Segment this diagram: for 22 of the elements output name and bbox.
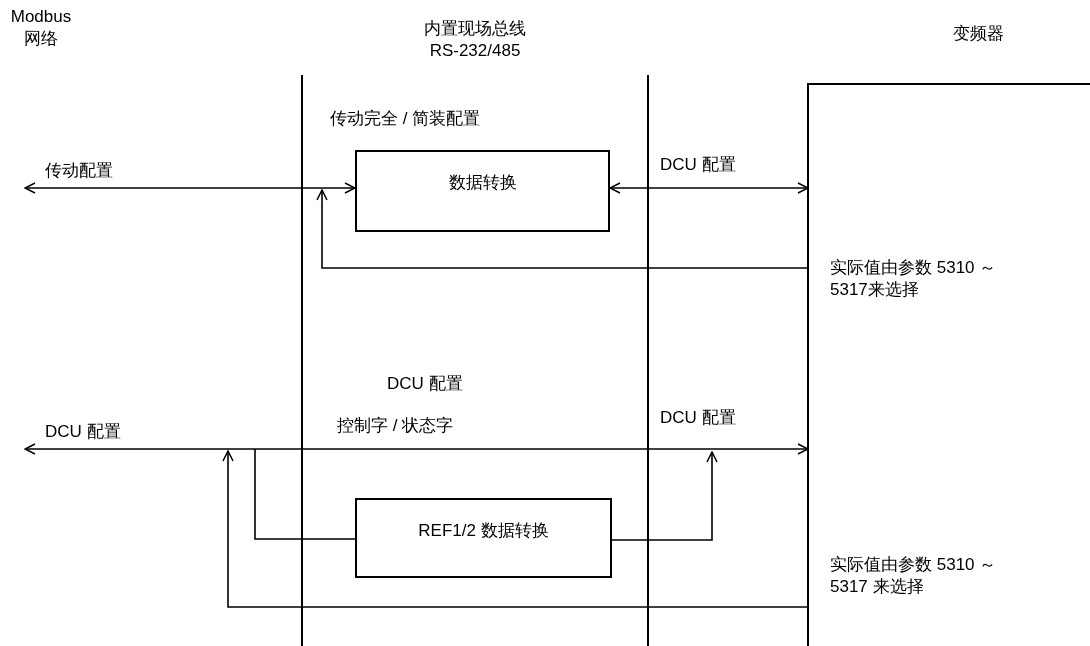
signal-label: DCU 配置 (387, 373, 463, 395)
node-note: 实际值由参数 5310 ～ 5317来选择 (830, 257, 998, 301)
edge-label: 传动配置 (45, 160, 113, 182)
connector-arrow (609, 182, 809, 194)
signal-label: 控制字 / 状态字 (337, 415, 454, 437)
box-label: REF1/2 数据转换 (417, 520, 550, 542)
edge-label: DCU 配置 (660, 154, 736, 176)
signal-label: DCU 配置 (660, 407, 736, 429)
connector-arrow (24, 182, 356, 194)
box-label: 数据转换 (447, 172, 518, 194)
node-note: 传动完全 / 简装配置 (330, 108, 481, 130)
column-heading: 内置现场总线 RS-232/485 (423, 18, 527, 62)
process-box (355, 498, 612, 578)
connector-arrow (611, 451, 718, 541)
process-box (355, 150, 610, 232)
edge-label: DCU 配置 (45, 421, 121, 443)
column-heading: Modbus 网络 (9, 6, 73, 50)
connector-arrow (24, 443, 809, 455)
connector-arrow (222, 450, 809, 608)
connector-arrow (316, 189, 809, 269)
node-note: 实际值由参数 5310 ～ 5317 来选择 (830, 554, 998, 598)
column-heading: 变频器 (951, 23, 1005, 45)
